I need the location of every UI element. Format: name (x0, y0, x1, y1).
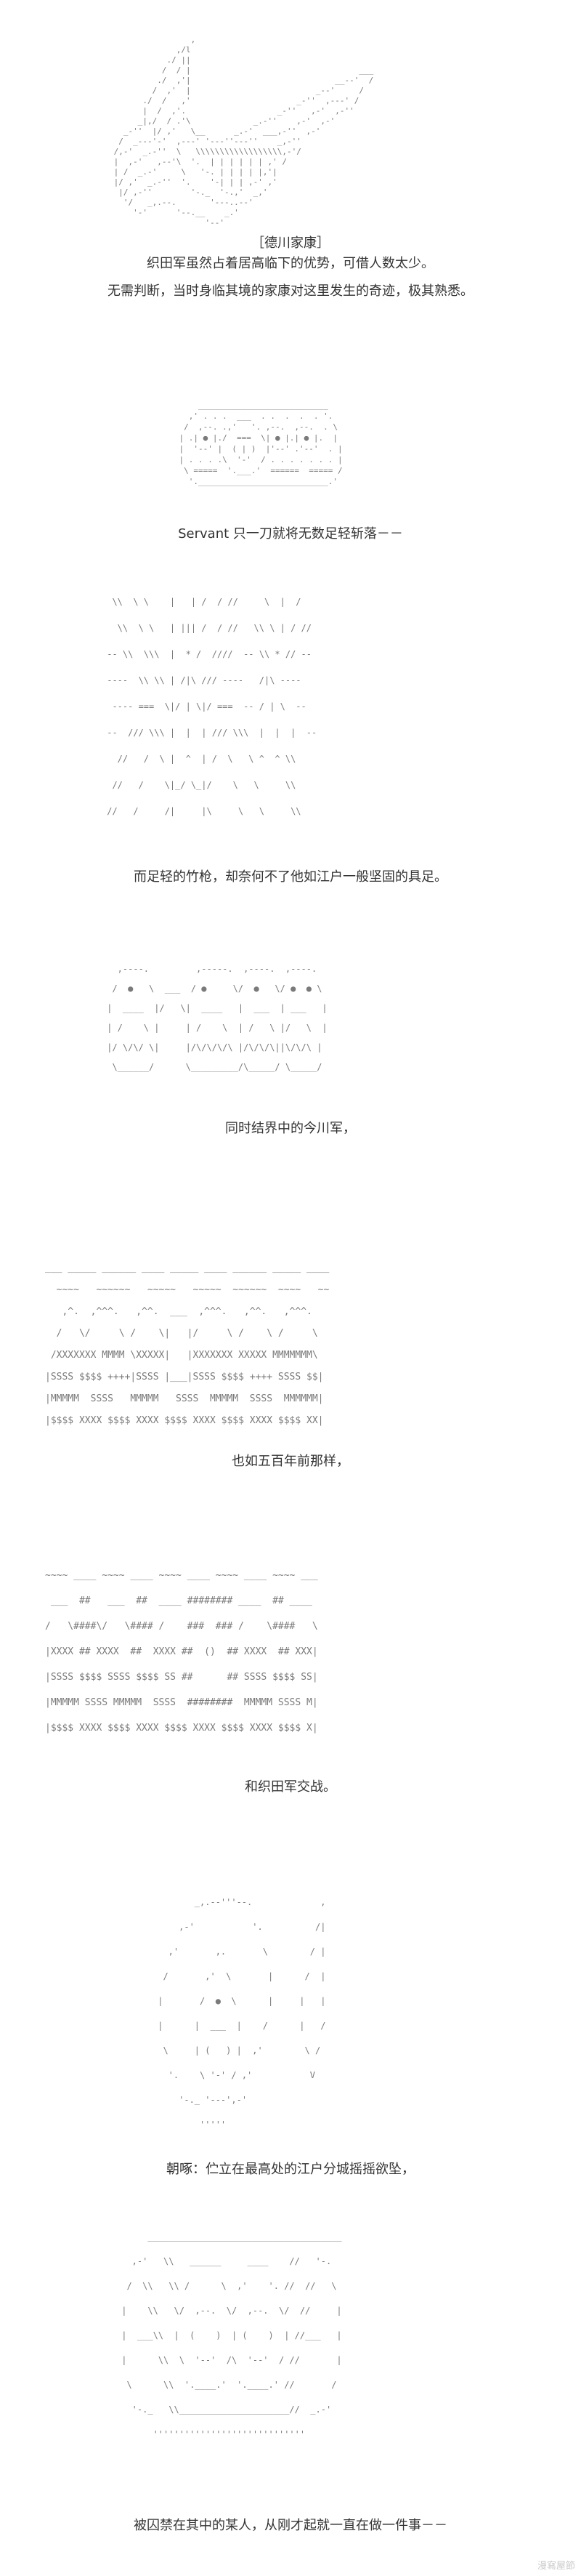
caption-line: 而足轻的竹枪，却奈何不了他如江户一般坚固的具足。 (134, 869, 447, 885)
panel-2: ___________________________ ,' . . . ___… (0, 393, 581, 567)
caption-line: 也如五百年前那样， (232, 1454, 349, 1469)
caption-speaker-name: ［德川家康］ (251, 236, 330, 251)
ascii-art-imagawa-faces: ,----. ,-----. ,----. ,----. / ● \ ___ /… (107, 964, 328, 1072)
watermark: 漫寫屋節 (537, 2561, 575, 2572)
caption-line: 朝啄：伫立在最高处的江户分城摇摇欲坠， (166, 2162, 415, 2177)
caption-line: Servant 只一刀就将无数足轻斩落－－ (178, 526, 403, 542)
panel-8: _____________________________________ ,-… (0, 2210, 581, 2576)
ascii-art-spear-clash: \\ \ \ | | / / // \ | / \\ \ \ | ||| / /… (107, 597, 317, 816)
caption-line: 无需判断，当时身临其境的家康对这里发生的奇迹，极其熟悉。 (107, 283, 474, 299)
ascii-art-servant-army: ___________________________ ,' . . . ___… (179, 401, 343, 486)
ascii-art-battlefield: ___ _____ ______ ____ _____ ____ ______ … (45, 1263, 330, 1426)
caption-line: 和织田军交战。 (245, 1779, 336, 1795)
panel-4: ,----. ,-----. ,----. ,----. / ● \ ___ /… (0, 945, 581, 1163)
panel-7: _,.--'''--. , ,-' '. /| ,' ,. \ / | / ,'… (0, 1890, 581, 2181)
ascii-art-horse-rider: , ,/l ./ || / / | ___ ./ ,'| __--' / / ,… (113, 35, 374, 228)
ascii-art-imprisoned-figure: _____________________________________ ,-… (121, 2231, 342, 2439)
caption-line: 被囚禁在其中的某人，从刚才起就一直在做一件事－－ (134, 2518, 447, 2533)
ascii-art-castle-figure: _,.--'''--. , ,-' '. /| ,' ,. \ / | / ,'… (158, 1897, 326, 2130)
panel-3: \\ \ \ | | / / // \ | / \\ \ \ | ||| / /… (0, 574, 581, 901)
ascii-art-oda-battle: ~~~~ ____ ~~~~ ____ ~~~~ ____ ~~~~ ____ … (45, 1570, 318, 1734)
panel-1: , ,/l ./ || / / | ___ ./ ,'| __--' / / ,… (0, 0, 581, 305)
caption-line: 同时结界中的今川军， (225, 1121, 356, 1136)
panel-6: ~~~~ ____ ~~~~ ____ ~~~~ ____ ~~~~ ____ … (0, 1563, 581, 1832)
panel-5: ___ _____ ______ ____ _____ ____ ______ … (0, 1257, 581, 1519)
caption-line: 织田军虽然占着居高临下的优势，可借人数太少。 (147, 256, 434, 271)
